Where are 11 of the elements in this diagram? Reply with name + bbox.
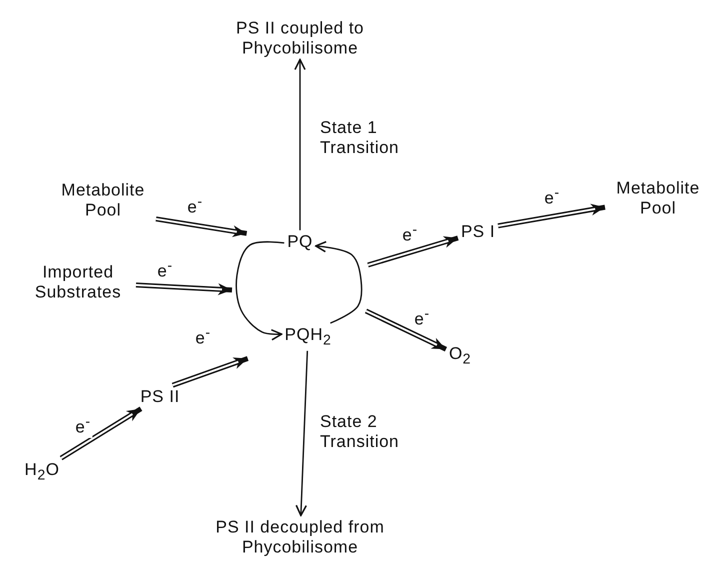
node-label: PS II coupled to Phycobilisome <box>234 18 366 58</box>
node-label: PQH$_{2}$ <box>284 325 332 349</box>
node-label: Metabolite Pool <box>60 180 146 220</box>
node-label: O$_{2}$ <box>448 344 472 368</box>
node-label: PS I <box>460 222 496 242</box>
node-label: PS II <box>140 387 180 407</box>
node-label: Imported Substrates <box>34 262 122 302</box>
node-label: H$_{2}$O <box>24 460 60 484</box>
node-label: PQ <box>287 232 313 252</box>
node-label: PS II decoupled from Phycobilisome <box>214 517 386 557</box>
node-label: Metabolite Pool <box>615 178 701 218</box>
